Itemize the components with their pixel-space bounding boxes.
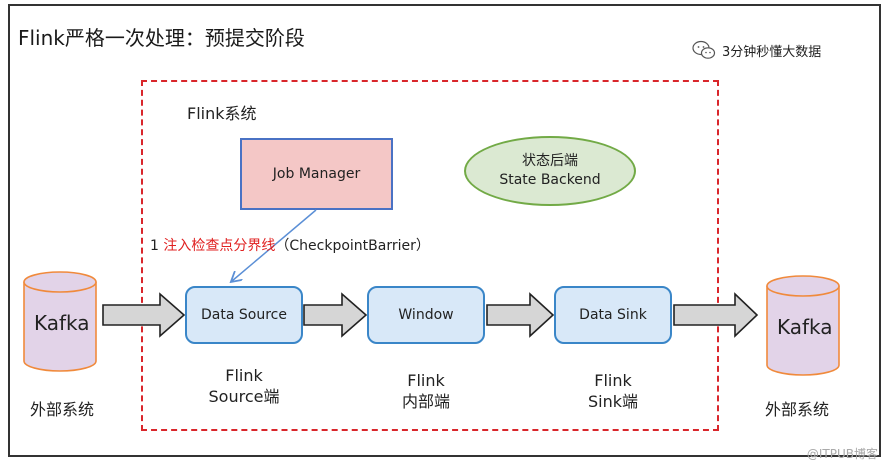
step-action: 注入检查点分界线	[163, 238, 276, 254]
job-manager-label: Job Manager	[272, 166, 361, 182]
flow-arrow-window-to-sink	[486, 292, 555, 338]
diagram-title: Flink严格一次处理：预提交阶段	[18, 26, 305, 50]
barrier-injection-arrow	[232, 209, 317, 281]
job-manager-box: Job Manager	[240, 138, 393, 210]
sink-caption-line1: Flink	[594, 371, 632, 390]
diagram-frame	[8, 4, 881, 457]
barrier-injection-note: 1 注入检查点分界线（CheckpointBarrier）	[150, 235, 430, 255]
flow-arrow-source-to-window	[303, 292, 368, 338]
external-system-left: 外部系统	[30, 400, 95, 419]
data-source-label: Data Source	[201, 307, 287, 323]
step-detail: （CheckpointBarrier）	[275, 238, 430, 254]
internal-caption: Flink 内部端	[366, 370, 486, 412]
data-source-node: Data Source	[185, 286, 303, 344]
flink-system-label: Flink系统	[187, 104, 257, 123]
wechat-icon	[692, 40, 716, 59]
data-sink-label: Data Sink	[579, 307, 647, 323]
kafka-cylinder-left	[23, 271, 97, 372]
sink-caption: Flink Sink端	[553, 370, 673, 412]
window-label: Window	[398, 307, 454, 323]
watermark: @ITPUB博客	[806, 447, 878, 461]
flow-arrow-sink-to-kafka	[673, 292, 759, 338]
step-number: 1	[150, 238, 159, 254]
internal-caption-line2: 内部端	[401, 392, 450, 411]
state-backend-cn: 状态后端	[522, 153, 578, 169]
source-caption-line1: Flink	[225, 366, 263, 385]
state-backend-en: State Backend	[499, 172, 601, 188]
kafka-cylinder-right	[766, 275, 840, 376]
kafka-left-label: Kafka	[34, 311, 90, 335]
flow-arrow-kafka-to-source	[102, 292, 186, 338]
flink-system-boundary	[141, 80, 719, 431]
state-backend-ellipse: 状态后端 State Backend	[464, 136, 636, 206]
external-system-right: 外部系统	[765, 400, 830, 419]
sink-caption-line2: Sink端	[587, 392, 638, 411]
source-caption: Flink Source端	[184, 365, 304, 407]
window-node: Window	[367, 286, 485, 344]
source-caption-line2: Source端	[208, 387, 280, 406]
data-sink-node: Data Sink	[554, 286, 672, 344]
brand-badge: 3分钟秒懂大数据	[692, 40, 821, 60]
kafka-right-label: Kafka	[777, 315, 833, 339]
internal-caption-line1: Flink	[407, 371, 445, 390]
brand-text: 3分钟秒懂大数据	[722, 44, 822, 60]
